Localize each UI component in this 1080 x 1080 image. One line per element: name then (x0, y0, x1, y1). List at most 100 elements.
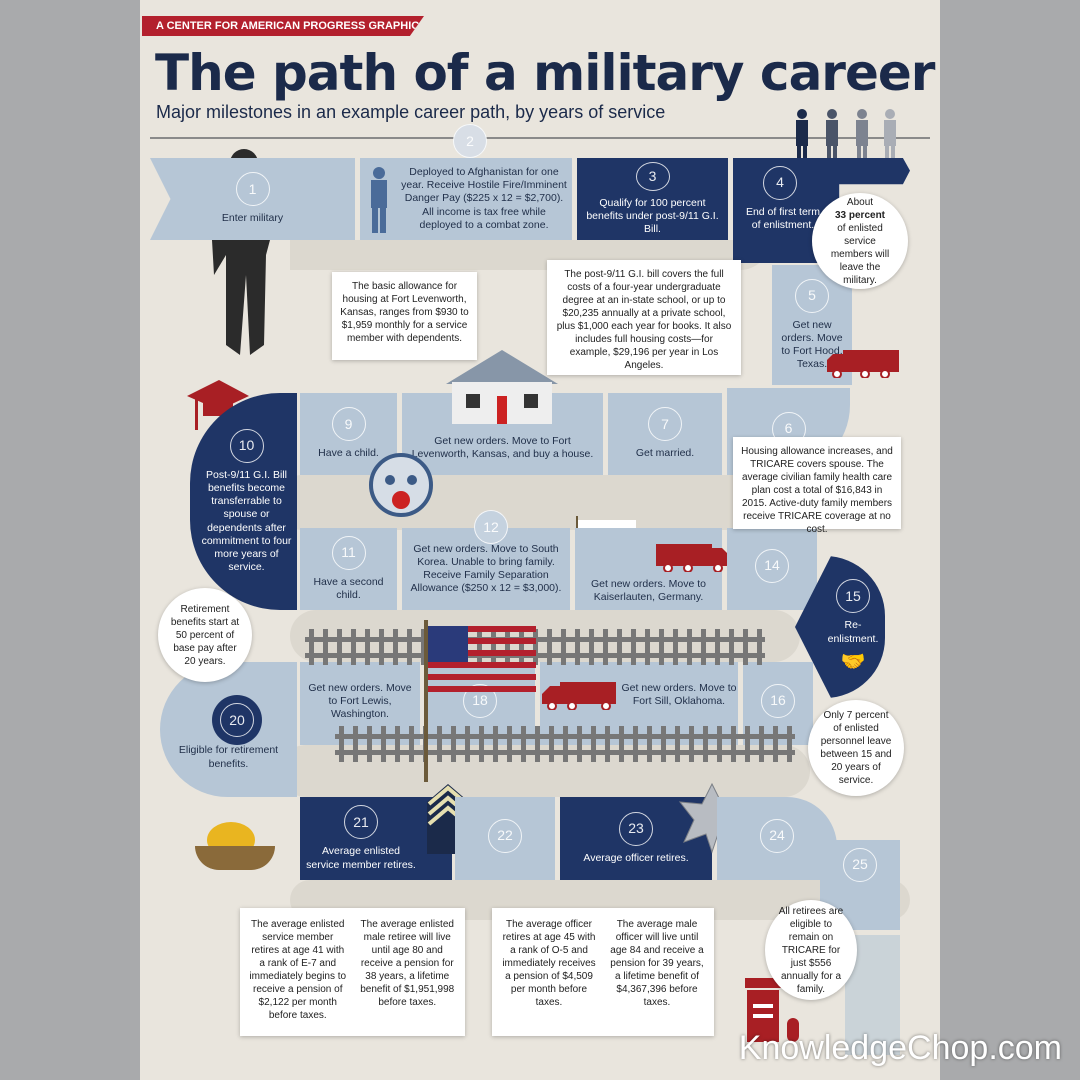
fence-picket (731, 726, 736, 762)
callout-7-percent: Only 7 percent of enlisted personnel lea… (808, 700, 904, 796)
fence-picket (549, 726, 554, 762)
step-number: 23 (619, 811, 653, 846)
callout-enlisted-retirement: The average enlisted service member reti… (240, 908, 465, 1036)
step-number: 18 (463, 683, 497, 718)
fence-picket (535, 726, 540, 762)
fence-picket (661, 726, 666, 762)
fence-picket (575, 629, 580, 665)
fence-picket (533, 629, 538, 665)
fence-picket (757, 629, 762, 665)
fence-picket (659, 629, 664, 665)
callout-tricare-spouse: Housing allowance increases, and TRICARE… (733, 437, 901, 535)
callout-text: of enlisted service members will leave t… (830, 222, 890, 286)
step-13: Get new orders. Move to Kaiserlauten, Ge… (575, 528, 722, 610)
step-text: Have a child. (318, 447, 379, 460)
fence-picket (591, 726, 596, 762)
fence-picket (603, 629, 608, 665)
fence-picket (309, 629, 314, 665)
step-text: End of first term of enlistment. (745, 206, 821, 232)
fence-picket (605, 726, 610, 762)
divider (150, 137, 930, 139)
callout-highlight: 33 percent (834, 209, 886, 221)
step-text: Deployed to Afghanistan for one year. Re… (401, 166, 567, 231)
fence-picket (715, 629, 720, 665)
publisher-tag: A CENTER FOR AMERICAN PROGRESS GRAPHIC (142, 16, 424, 36)
golden-nest-egg-icon (195, 818, 275, 873)
step-text: Get new orders. Move to Fort Levenworth,… (411, 434, 594, 460)
handshake-icon: 🤝 (840, 650, 866, 673)
american-flag-icon (424, 620, 536, 782)
fence-picket (367, 726, 372, 762)
fence-picket (491, 629, 496, 665)
step-number: 16 (761, 683, 795, 718)
fence-icon (335, 726, 795, 762)
callout-tricare-retiree: All retirees are eligible to remain on T… (765, 900, 857, 1000)
fence-picket (729, 629, 734, 665)
fence-picket (787, 726, 792, 762)
callout-text: The average enlisted service member reti… (249, 919, 347, 1021)
step-text: Have a second child. (313, 575, 384, 601)
step-text: Get new orders. Move to Kaiserlauten, Ge… (591, 577, 706, 603)
step-text: Average enlisted service member retires. (306, 845, 416, 871)
step-number: 11 (331, 535, 366, 570)
fence-picket (759, 726, 764, 762)
moving-truck-icon (827, 350, 899, 378)
callout-housing-allowance: The basic allowance for housing at Fort … (332, 272, 477, 360)
fence-picket (365, 629, 370, 665)
fence-picket (563, 726, 568, 762)
step-number: 20 (220, 703, 254, 737)
fence-picket (451, 726, 456, 762)
step-number: 2 (453, 124, 487, 158)
step-number: 24 (760, 818, 794, 853)
step-number: 3 (635, 162, 670, 191)
step-number: 9 (331, 407, 366, 442)
fence-picket (687, 629, 692, 665)
fence-picket (507, 726, 512, 762)
fence-picket (519, 629, 524, 665)
step-number: 1 (235, 172, 270, 207)
fence-picket (493, 726, 498, 762)
step-number: 5 (795, 278, 829, 313)
step-text: Post-9/11 G.I. Bill benefits become tran… (201, 469, 292, 573)
fence-picket (633, 726, 638, 762)
fence-picket (351, 629, 356, 665)
fence-picket (339, 726, 344, 762)
step-number: 7 (648, 407, 682, 442)
step-2: Deployed to Afghanistan for one year. Re… (360, 158, 572, 240)
fence-picket (421, 629, 426, 665)
baby-face-icon (369, 453, 433, 517)
fence-picket (701, 629, 706, 665)
fence-picket (647, 726, 652, 762)
fence-picket (353, 726, 358, 762)
callout-text: The average officer retires at age 45 wi… (502, 919, 596, 1008)
fence-picket (619, 726, 624, 762)
moving-truck-icon (542, 682, 616, 710)
step-text: Get new orders. Move to Fort Hood, Texas… (781, 318, 843, 371)
fence-picket (561, 629, 566, 665)
fence-picket (337, 629, 342, 665)
callout-text: The average enlisted male retiree will l… (360, 919, 455, 1008)
fence-picket (703, 726, 708, 762)
step-text: Get new orders. Move to Fort Lewis, Wash… (308, 682, 412, 721)
fence-picket (477, 629, 482, 665)
path-segment (275, 475, 805, 530)
step-text: Re-enlistment. (827, 619, 879, 645)
callout-gi-bill: The post-9/11 G.I. bill covers the full … (547, 260, 741, 375)
step-text: Get married. (635, 447, 695, 460)
fence-picket (577, 726, 582, 762)
fence-picket (505, 629, 510, 665)
fence-picket (479, 726, 484, 762)
step-number: 22 (488, 818, 522, 853)
fence-picket (407, 629, 412, 665)
fence-picket (547, 629, 552, 665)
fence-picket (381, 726, 386, 762)
moving-truck-icon (656, 544, 730, 572)
step-text: Enter military (221, 212, 284, 225)
soldier-icon (371, 167, 387, 233)
step-text: Eligible for retirement benefits. (178, 744, 279, 770)
fence-picket (717, 726, 722, 762)
